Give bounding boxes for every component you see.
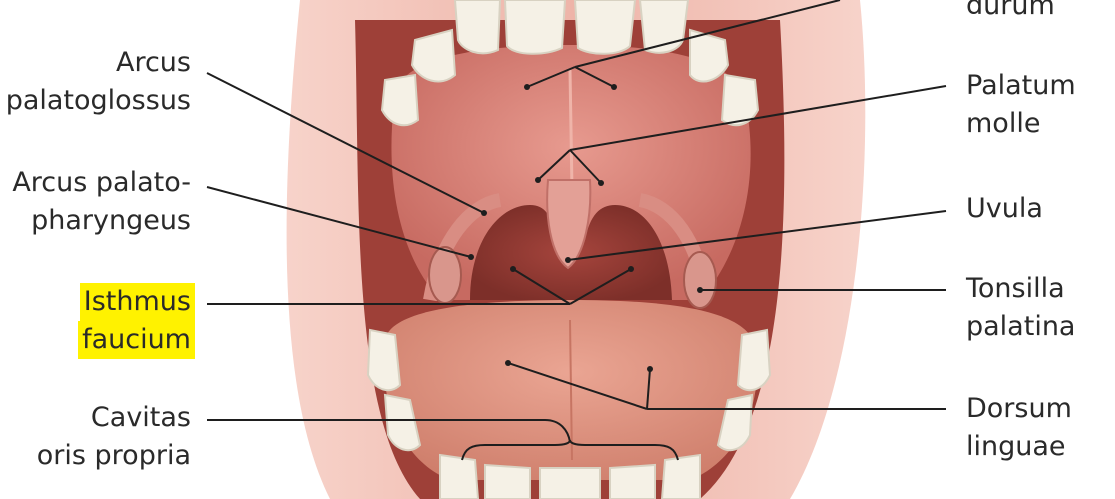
- label-uvula-line1: Uvula: [966, 193, 1043, 224]
- leader-palatum-molle: [537, 85, 947, 184]
- label-tonsilla-palatina: Tonsilla palatina: [966, 270, 1075, 346]
- label-arcus-palatopharyngeus: Arcus palato- pharyngeus: [12, 164, 191, 240]
- tonsil-right: [683, 251, 717, 309]
- label-palatum-molle: Palatum molle: [966, 67, 1076, 143]
- leader-palatum-durum: [526, 0, 841, 88]
- label-uvula: Uvula: [966, 190, 1043, 228]
- label-tonsilla-palatina-line1: Tonsilla: [966, 273, 1065, 304]
- tongue-median-sulcus: [569, 319, 573, 461]
- label-arcus-palatoglossus: Arcus palatoglossus: [6, 44, 191, 120]
- label-palatum-durum: durum: [966, 0, 1055, 25]
- lower-teeth: [366, 328, 772, 499]
- leader-dots: [468, 84, 703, 372]
- upper-teeth: [380, 0, 760, 127]
- leader-isthmus-faucium: [207, 268, 632, 305]
- label-palatum-molle-line1: Palatum: [966, 70, 1076, 101]
- label-isthmus-faucium: Isthmus faucium: [78, 283, 195, 359]
- label-dorsum-linguae: Dorsum linguae: [966, 390, 1072, 466]
- label-cavitas-oris-propria-line1: Cavitas: [90, 402, 191, 433]
- uvula: [546, 179, 592, 270]
- label-cavitas-oris-propria-line2: oris propria: [36, 440, 191, 471]
- leader-uvula: [567, 210, 947, 261]
- label-dorsum-linguae-line2: linguae: [966, 431, 1066, 462]
- label-arcus-palatoglossus-line2: palatoglossus: [5, 85, 191, 116]
- label-arcus-palatoglossus-line1: Arcus: [115, 47, 191, 78]
- label-cavitas-oris-propria: Cavitas oris propria: [37, 399, 191, 475]
- palatine-raphe: [568, 69, 574, 191]
- leader-lines: [206, 0, 947, 461]
- leader-arcus-palatopharyngeus: [206, 186, 472, 258]
- label-arcus-palatopharyngeus-line1: Arcus palato-: [12, 167, 191, 198]
- label-isthmus-faucium-line1: Isthmus: [79, 283, 195, 321]
- leader-arcus-palatoglossus: [206, 72, 485, 214]
- label-palatum-durum-line1: durum: [966, 0, 1055, 21]
- leader-cavitas-oris-propria: [207, 419, 679, 461]
- label-arcus-palatopharyngeus-line2: pharyngeus: [31, 205, 191, 236]
- label-isthmus-faucium-line2: faucium: [78, 321, 195, 359]
- tonsil-left: [428, 246, 462, 304]
- leader-dorsum-linguae: [507, 362, 946, 410]
- label-tonsilla-palatina-line2: palatina: [966, 311, 1076, 342]
- label-dorsum-linguae-line1: Dorsum: [966, 393, 1072, 424]
- label-palatum-molle-line2: molle: [966, 108, 1041, 139]
